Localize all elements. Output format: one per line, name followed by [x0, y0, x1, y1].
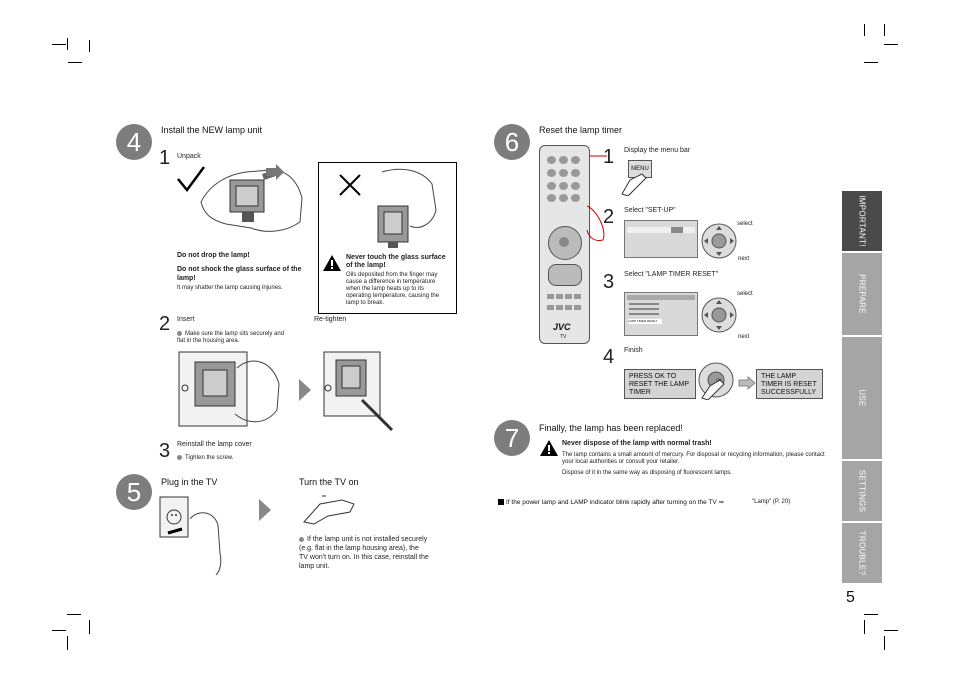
arrow-right-icon	[738, 376, 756, 390]
unpack-lamp-illustration	[200, 164, 303, 232]
check-mark-icon	[177, 166, 206, 193]
step-6-number: 6	[494, 124, 530, 160]
warn-drop: Do not drop the lamp!	[177, 252, 250, 259]
warn-shatter: It may shatter the lamp causing injuries…	[177, 285, 283, 291]
finger-press-icon	[621, 173, 647, 196]
step-4-sub2-label: Insert	[177, 316, 195, 323]
step-4-title: Install the NEW lamp unit	[161, 125, 263, 135]
step-4-sub2-number: 2	[159, 313, 171, 335]
warning-icon	[323, 255, 341, 271]
tab-use[interactable]: USE	[842, 337, 882, 459]
tab-settings[interactable]: SETTINGS	[842, 461, 882, 521]
arrow-right-icon: ➡	[718, 499, 725, 506]
dpad-ok-icon	[698, 362, 734, 400]
osd-reset-done: THE LAMP TIMER IS RESET SUCCESSFULLY	[756, 369, 823, 399]
osd-menu-item: LAMP TIMER RESET	[628, 319, 662, 324]
warn-shock: Do not shock the glass surface of the la…	[177, 266, 302, 282]
step-6-sub4-number: 4	[603, 346, 615, 368]
step-7-number: 7	[494, 420, 530, 456]
ok-label: OK	[716, 377, 722, 382]
step-4-sub1-label: Unpack	[177, 153, 201, 160]
step-7-warn-title: Never dispose of the lamp with normal tr…	[562, 440, 712, 447]
dpad-select-icon	[701, 297, 737, 333]
step-4-sub3-number: 3	[159, 440, 171, 462]
tab-trouble[interactable]: TROUBLE?	[842, 523, 882, 583]
step-6-sub2-number: 2	[603, 206, 615, 228]
bullet-square-icon	[498, 499, 504, 506]
step-6-sub1-number: 1	[603, 146, 615, 168]
dpad-select-icon	[701, 223, 737, 259]
warn-glass-text: Oils deposited from the finger may cause…	[346, 272, 440, 306]
next-label: next	[738, 334, 750, 340]
step-4-sub2-note: Make sure the lamp sits securely and fla…	[177, 331, 285, 345]
menu-button[interactable]: MENU	[628, 160, 652, 178]
remote-callout-lines	[586, 155, 607, 241]
select-label: select	[737, 221, 753, 227]
setup-menu-screen	[624, 220, 698, 258]
step-4-number: 4	[116, 124, 152, 160]
next-label: next	[738, 256, 750, 262]
turn-on-label: Turn the TV on	[299, 477, 359, 487]
osd-press-ok: PRESS OK TO RESET THE LAMP TIMER	[624, 369, 696, 399]
select-label: select	[737, 291, 753, 297]
warning-icon	[540, 440, 558, 456]
step-6-sub3-number: 3	[603, 271, 615, 293]
step-7-warn-text2: Dispose of it in the same way as disposi…	[562, 470, 733, 476]
glass-warning-box	[318, 162, 457, 314]
step-4-sub3-note: Tighten the screw.	[177, 455, 233, 461]
arrow-right-icon	[259, 499, 271, 521]
remote-brand: JVC	[553, 322, 571, 332]
lamp-timer-menu-screen: LAMP TIMER RESET	[624, 292, 698, 336]
step-4-sub3-label: Reinstall the lamp cover	[177, 441, 252, 448]
step-6-sub4-label: Finish	[624, 347, 643, 354]
page-number: 5	[846, 589, 855, 606]
insert-lamp-illustration	[178, 351, 280, 427]
step-6-sub3-label: Select "LAMP TIMER RESET"	[624, 271, 719, 278]
retighten-label: Re-tighten	[314, 316, 347, 323]
step-5-title: Plug in the TV	[161, 477, 218, 487]
step-7-warn-text: The lamp contains a small amount of merc…	[562, 452, 825, 465]
step-5-note: If the lamp unit is not installed secure…	[299, 536, 429, 570]
step-7-title: Finally, the lamp has been replaced!	[539, 423, 683, 433]
step-6-sub1-label: Display the menu bar	[624, 147, 691, 154]
arrow-right-icon	[299, 379, 311, 401]
touch-glass-illustration	[377, 168, 437, 248]
press-button-illustration	[303, 495, 355, 525]
tab-prepare[interactable]: PREPARE	[842, 253, 882, 335]
step-6-title: Reset the lamp timer	[539, 125, 623, 135]
tab-important[interactable]: IMPORTANT!	[842, 191, 882, 251]
warn-glass-title: Never touch the glass surface of the lam…	[346, 254, 446, 269]
step-6-sub2-label: Select "SET-UP"	[624, 207, 676, 214]
step-4-sub1-number: 1	[159, 147, 171, 169]
step-5-number: 5	[116, 474, 152, 510]
plug-in-illustration	[159, 496, 222, 575]
remote-control: JVC TV	[539, 145, 590, 344]
footer-ref[interactable]: "Lamp" (P. 20)	[752, 499, 791, 505]
retighten-illustration	[323, 351, 394, 432]
cross-mark-icon	[339, 174, 361, 196]
remote-tv-label: TV	[560, 334, 567, 340]
footer-note: If the power lamp and LAMP indicator bli…	[498, 498, 724, 506]
